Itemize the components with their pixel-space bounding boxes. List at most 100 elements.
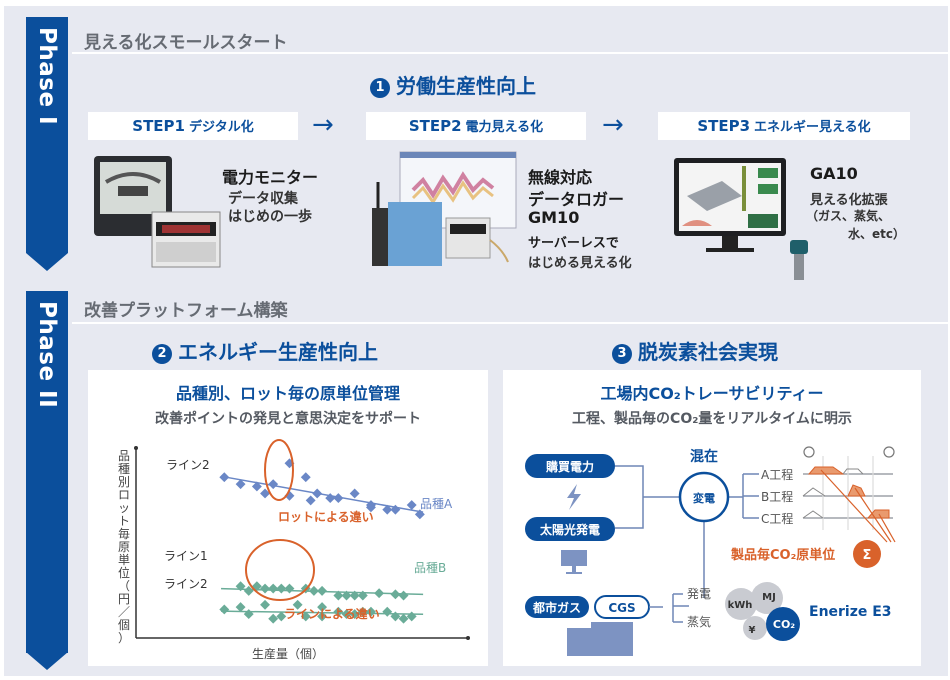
data-point bbox=[219, 604, 230, 615]
legend-series-a: 品種A bbox=[420, 497, 453, 511]
data-point bbox=[305, 495, 316, 506]
x-axis-arrow bbox=[466, 636, 470, 640]
data-point bbox=[260, 488, 270, 499]
divider bbox=[72, 52, 948, 54]
data-point bbox=[243, 609, 254, 620]
co2-flow-diagram: 購買電力 太陽光発電 都市ガス CGS 混在 変電 A工程 B工程 C工程 bbox=[525, 446, 896, 656]
step3-en: STEP3 bbox=[697, 117, 751, 135]
device1-line: データ収集 bbox=[228, 191, 298, 207]
co2-card-subtitle: 工程、製品毎のCO₂量をリアルタイムに明示 bbox=[572, 411, 852, 427]
product-name: Enerize E3 bbox=[809, 604, 892, 620]
source-label: 太陽光発電 bbox=[540, 522, 600, 537]
co2-label: CO₂ bbox=[773, 618, 795, 631]
load-curve-a bbox=[807, 466, 845, 475]
unit-cost-card-subtitle: 改善ポイントの発見と意思決定をサポート bbox=[155, 411, 421, 427]
y-axis-arrow bbox=[134, 446, 138, 450]
annotation-lot: ロットによる違い bbox=[278, 509, 374, 524]
phase1-section-title: 見える化スモールスタート bbox=[84, 33, 288, 53]
mj-label: MJ bbox=[762, 592, 776, 603]
lot-variation-highlight bbox=[264, 439, 294, 501]
y-axis-label-char: 原 bbox=[118, 540, 130, 554]
goal3-number-badge: 3 bbox=[612, 344, 632, 364]
unit-cost-card-title: 品種別、ロット毎の原単位管理 bbox=[175, 384, 400, 403]
arrow-right-icon: → bbox=[602, 110, 624, 140]
cgs-output-label: 蒸気 bbox=[687, 614, 711, 629]
data-point bbox=[312, 488, 323, 499]
goal2-title-text: エネルギー生産性向上 bbox=[178, 340, 378, 364]
y-axis-label-char: 毎 bbox=[118, 526, 130, 541]
device1-name: 電力モニター bbox=[222, 168, 319, 187]
process-label: C工程 bbox=[761, 511, 793, 526]
sigma-badge bbox=[853, 540, 881, 568]
device3-name: GA10 bbox=[810, 164, 858, 183]
process-label: A工程 bbox=[761, 467, 793, 482]
device1-line: はじめの一歩 bbox=[228, 209, 312, 225]
device2-line: はじめる見える化 bbox=[528, 256, 632, 271]
y-axis-label-char: ッ bbox=[118, 501, 130, 515]
y-axis-label-char: 種 bbox=[118, 462, 130, 476]
data-point bbox=[325, 493, 336, 504]
y-axis-label-char: 単 bbox=[118, 553, 130, 567]
cgs-output-label: 発電 bbox=[687, 587, 711, 601]
data-point bbox=[406, 611, 417, 622]
y-axis-label-char: 位 bbox=[118, 565, 130, 580]
step2-jp: 電力見える化 bbox=[465, 120, 544, 135]
ga10-monitor-image bbox=[674, 158, 808, 280]
data-point bbox=[284, 583, 295, 594]
data-point bbox=[390, 589, 401, 600]
step3-jp: エネルギー見える化 bbox=[754, 120, 871, 135]
mix-label: 混在 bbox=[690, 448, 718, 465]
substation-label: 変電 bbox=[693, 491, 715, 505]
data-point bbox=[276, 611, 287, 622]
co2-card-title: 工場内CO₂トレーサビリティー bbox=[600, 384, 824, 403]
data-point bbox=[268, 613, 279, 624]
data-point bbox=[308, 585, 319, 596]
data-point bbox=[317, 602, 328, 613]
data-point bbox=[398, 590, 409, 601]
yen-label: ¥ bbox=[749, 625, 756, 636]
data-point bbox=[276, 583, 287, 594]
data-point bbox=[317, 585, 328, 596]
device3-line: 見える化拡張 bbox=[810, 193, 888, 208]
step1-en: STEP1 bbox=[132, 117, 185, 135]
device2-line: GM10 bbox=[528, 208, 580, 227]
series-b-line2-label: ライン2 bbox=[164, 577, 208, 591]
device3-line: （ガス、蒸気、 bbox=[806, 209, 891, 223]
data-point bbox=[300, 472, 311, 483]
aggregation-arrows bbox=[820, 469, 896, 543]
clock-icon bbox=[803, 446, 815, 458]
data-point bbox=[317, 611, 328, 622]
step1-jp: デジタル化 bbox=[188, 120, 254, 135]
sigma-icon: Σ bbox=[863, 548, 872, 563]
source-city-gas bbox=[525, 596, 589, 618]
data-logger-image bbox=[372, 151, 517, 266]
lightning-icon bbox=[567, 484, 581, 510]
source-label: 都市ガス bbox=[532, 600, 581, 615]
y-axis-label-char: 円 bbox=[118, 592, 130, 606]
y-axis-label-char: ト bbox=[118, 514, 130, 528]
data-point bbox=[243, 585, 254, 596]
kwh-label: kWh bbox=[728, 600, 753, 611]
device3-line: 水、etc） bbox=[848, 227, 905, 241]
phase2-label: Phase II bbox=[34, 301, 60, 409]
data-point bbox=[374, 588, 385, 599]
y-axis-label-char: 別 bbox=[118, 475, 130, 489]
phase1-label: Phase I bbox=[34, 27, 60, 126]
factory-icon bbox=[567, 622, 633, 656]
x-axis-label: 生産量（個） bbox=[252, 646, 324, 661]
data-point bbox=[219, 472, 230, 483]
data-point bbox=[260, 599, 270, 610]
load-curve-a-idle bbox=[842, 468, 864, 475]
data-point bbox=[366, 502, 376, 513]
divider bbox=[72, 322, 948, 324]
data-point bbox=[349, 488, 360, 499]
y-axis-label-char: ／ bbox=[118, 605, 130, 619]
legend-series-b: 品種B bbox=[414, 561, 446, 575]
